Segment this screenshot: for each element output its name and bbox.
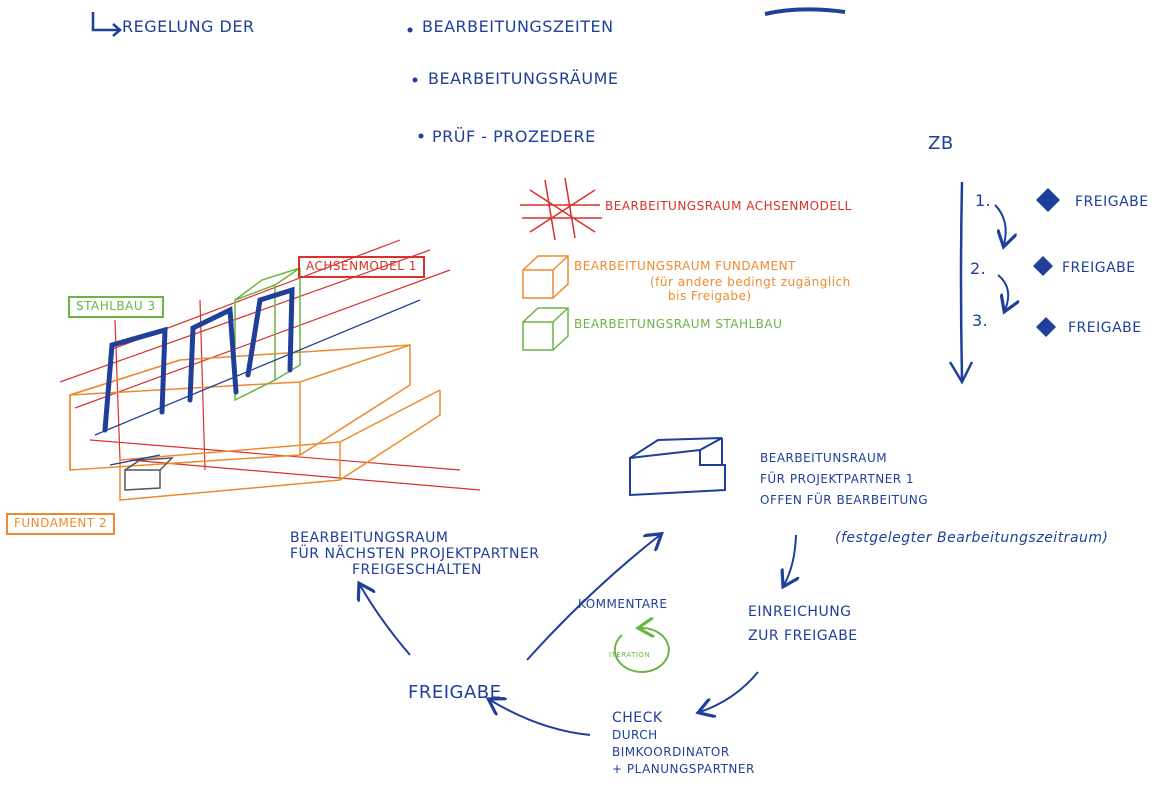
- check-text: CHECK DURCH BIMKOORDINATOR + PLANUNGSPAR…: [612, 710, 755, 776]
- next-line-2: FÜR NÄCHSTEN PROJEKTPARTNER: [290, 546, 540, 563]
- freigabe-diamond-icons: [1033, 188, 1060, 337]
- submit-line-2: ZUR FREIGABE: [748, 628, 858, 645]
- bullet-bearbeitungszeiten: BEARBEITUNGSZEITEN: [422, 17, 614, 36]
- iteration-cycle-icon: [613, 628, 670, 673]
- arrow-submit-to-check: [700, 671, 759, 712]
- step-1-freigabe: FREIGABE: [1075, 194, 1149, 210]
- legend-achsenmodell: BEARBEITUNGSRAUM ACHSENMODELL: [605, 199, 852, 213]
- tag-stahlbau: STAHLBAU 3: [68, 296, 164, 318]
- legend-fundament-note-2: bis Freigabe): [668, 289, 752, 303]
- sequence-arrow: [948, 181, 974, 385]
- next-partner-text: BEARBEITUNGSRAUM FÜR NÄCHSTEN PROJEKTPAR…: [290, 530, 540, 578]
- check-line-1: CHECK: [612, 710, 663, 726]
- check-line-4: + PLANUNGSPARTNER: [612, 761, 755, 776]
- tag-fundament: FUNDAMENT 2: [6, 513, 116, 535]
- room-line-1: BEARBEITUNSRAUM: [760, 451, 888, 465]
- arrow-check-to-release: [490, 700, 591, 736]
- step-1-2-arrow: [994, 204, 1006, 245]
- bullet-bearbeitungsraeume: BEARBEITUNGSRÄUME: [428, 69, 619, 88]
- model-sketch: [59, 239, 481, 501]
- room-box-icon: [629, 437, 726, 497]
- room-note: (festgelegter Bearbeitungszeitraum): [835, 530, 1109, 546]
- legend-stahlbau: BEARBEITUNGSRAUM STAHLBAU: [574, 317, 783, 331]
- room-line-2: FÜR PROJEKTPARTNER 1: [760, 471, 915, 486]
- step-2-3-arrow: [997, 274, 1008, 310]
- stahlbau-cube-icon: [522, 307, 569, 351]
- arrow-release-to-room: [526, 535, 660, 661]
- step-3-freigabe: FREIGABE: [1068, 320, 1142, 336]
- comments-label: KOMMENTARE: [578, 597, 668, 611]
- next-line-3: FREIGESCHALTEN: [352, 562, 482, 579]
- step-3-number: 3.: [972, 311, 989, 330]
- arrow-room-to-submit: [784, 534, 796, 585]
- step-2-freigabe: FREIGABE: [1062, 260, 1136, 276]
- room-line-3: OFFEN FÜR BEARBEITUNG: [760, 492, 929, 507]
- iteration-label: ITERATION: [609, 651, 651, 659]
- next-line-1: BEARBEITUNGSRAUM: [290, 530, 449, 546]
- axis-grid-icon: [520, 177, 602, 241]
- top-edge-stroke: [764, 7, 846, 16]
- bullet-dots: [407, 27, 424, 139]
- tag-achsenmodell: ACHSENMODEL 1: [298, 256, 425, 278]
- submit-text: EINREICHUNG ZUR FREIGABE: [748, 604, 858, 644]
- example-label: ZB: [928, 133, 954, 154]
- room-text: BEARBEITUNSRAUM FÜR PROJEKTPARTNER 1 OFF…: [760, 451, 929, 507]
- release-label: FREIGABE: [408, 682, 502, 703]
- check-line-3: BIMKOORDINATOR: [612, 744, 730, 759]
- fundament-cube-icon: [522, 255, 569, 299]
- arrow-release-to-next: [360, 585, 411, 656]
- header-arrow-text: REGELUNG DER: [122, 17, 255, 36]
- step-2-number: 2.: [970, 259, 987, 278]
- check-line-2: DURCH: [612, 728, 658, 743]
- bullet-pruef-prozedere: PRÜF - PROZEDERE: [432, 127, 596, 146]
- submit-line-1: EINREICHUNG: [748, 604, 852, 620]
- legend-fundament: BEARBEITUNGSRAUM FUNDAMENT: [574, 259, 796, 273]
- legend-fundament-note-1: (für andere bedingt zugänglich: [650, 275, 851, 289]
- step-1-number: 1.: [975, 191, 992, 210]
- header-arrow-icon: [91, 12, 122, 37]
